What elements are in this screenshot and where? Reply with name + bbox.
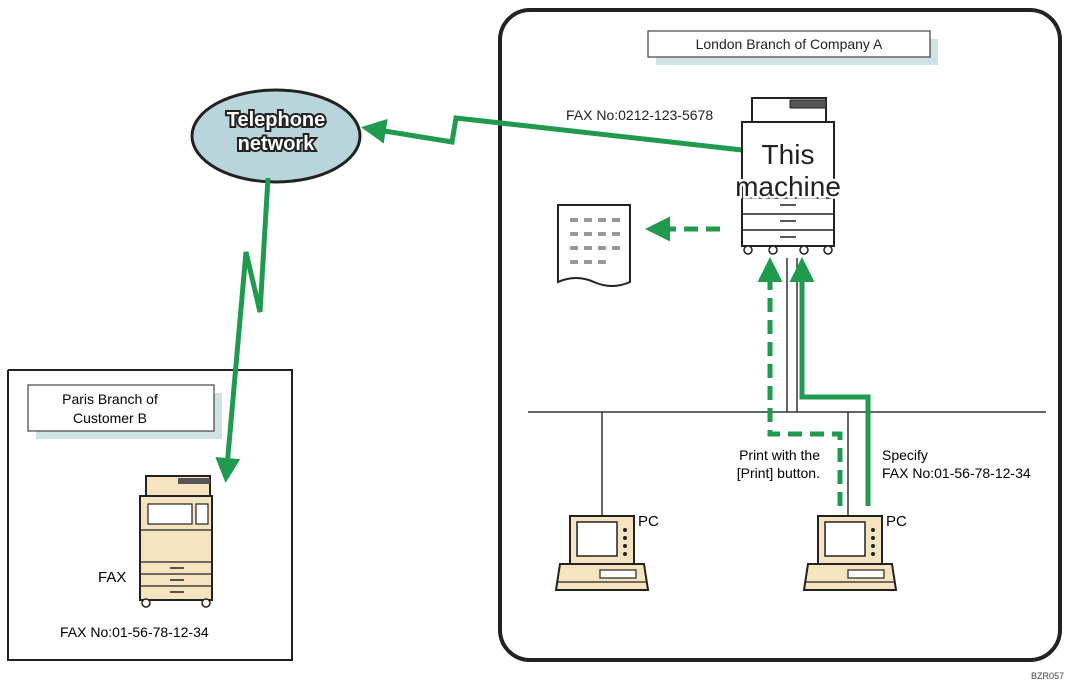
network-label-line2: network bbox=[238, 133, 316, 155]
network-label-line1: Telephone bbox=[227, 109, 326, 131]
paris-branch-frame bbox=[7, 369, 293, 661]
this-machine-label-line1: This bbox=[762, 139, 815, 170]
paris-branch-title-box: Paris Branch of Customer B bbox=[27, 384, 222, 439]
london-fax-number: FAX No:0212-123-5678 bbox=[566, 107, 713, 123]
pc-left-label: PC bbox=[638, 513, 659, 530]
paris-branch-title-line1: Paris Branch of bbox=[62, 391, 158, 407]
figure-code: BZR057 bbox=[1031, 671, 1064, 681]
london-branch-title-box: London Branch of Company A bbox=[647, 30, 938, 65]
print-instruction-line1: Print with the bbox=[739, 447, 820, 463]
paris-fax-number: FAX No:01-56-78-12-34 bbox=[60, 624, 209, 640]
telephone-network-cloud: Telephone network bbox=[190, 88, 362, 184]
specify-instruction-line2: FAX No:01-56-78-12-34 bbox=[882, 465, 1031, 481]
printed-document-icon bbox=[557, 204, 631, 287]
fax-machine-icon bbox=[139, 475, 213, 608]
specify-instruction-line1: Specify bbox=[882, 447, 928, 463]
pc-right-label: PC bbox=[886, 513, 907, 530]
desktop-pc-icon-left bbox=[554, 515, 650, 591]
print-instruction-line2: [Print] button. bbox=[737, 465, 820, 481]
fax-job-solid-arrow bbox=[789, 257, 871, 506]
desktop-pc-icon-right bbox=[802, 515, 898, 591]
this-machine-label-line2: machine bbox=[735, 171, 841, 202]
london-branch-frame bbox=[498, 8, 1062, 662]
paris-branch-title-line2: Customer B bbox=[73, 410, 147, 426]
paris-fax-label: FAX bbox=[98, 569, 126, 586]
fax-send-arrow-to-network bbox=[361, 115, 743, 153]
london-branch-title: London Branch of Company A bbox=[696, 36, 883, 52]
this-machine-printer: This machine bbox=[733, 97, 843, 255]
print-job-dashed-arrow bbox=[757, 257, 843, 506]
network-arrow-to-fax bbox=[215, 177, 271, 483]
